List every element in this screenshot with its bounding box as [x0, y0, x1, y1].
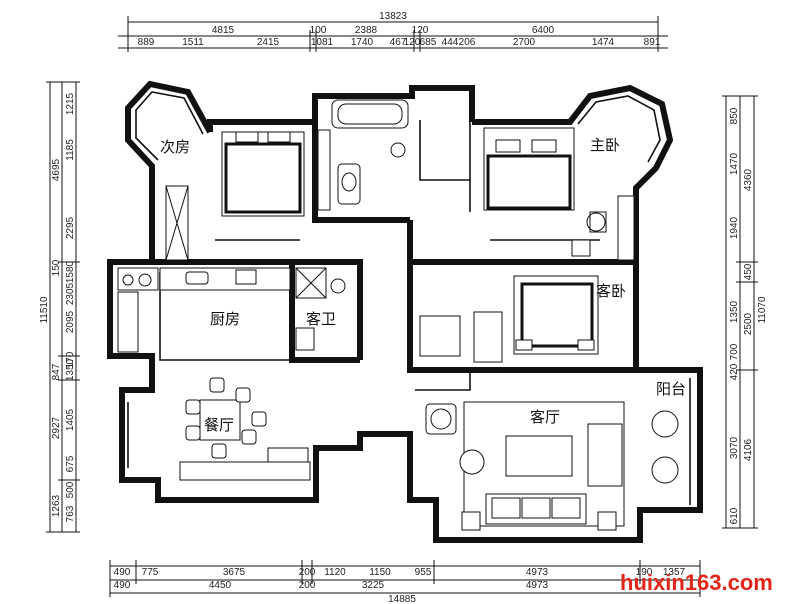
dim-left-r2-6: 2095 [65, 310, 76, 333]
dim-right-r2-4: 1350 [729, 300, 740, 323]
dim-bot-3: 3675 [223, 567, 246, 578]
dim-top-r2-5: 1740 [351, 37, 374, 48]
label-second-bedroom: 次房 [160, 138, 190, 156]
dim-top-1: 4815 [212, 25, 235, 36]
dim-left-3: 847 [51, 363, 62, 380]
dim-bot-r2-3: 200 [299, 580, 316, 591]
dim-left-r2-2: 1185 [65, 139, 76, 161]
dimensions-left: 11510 4695 150 847 2927 1263 1215 1185 2… [39, 81, 80, 533]
dim-top-r2-10: 206 [459, 37, 476, 48]
dim-top-r2-13: 891 [644, 37, 661, 48]
watermark: huixin163.com [620, 570, 773, 595]
dim-bot-8: 4973 [526, 567, 549, 578]
dim-top-total: 13823 [379, 11, 407, 22]
dim-bot-10: 1357 [663, 567, 686, 578]
dim-right-r2-7: 3070 [729, 436, 740, 459]
dim-right-r2-3: 1940 [729, 216, 740, 239]
label-dining: 餐厅 [204, 416, 234, 434]
dim-top-3: 2388 [355, 25, 378, 36]
dim-left-5: 1263 [51, 494, 62, 517]
dim-top-r2-6: 467 [390, 37, 407, 48]
room-labels: 次房 主卧 客卧 厨房 客卫 餐厅 客厅 阳台 [160, 136, 686, 434]
dim-top-5: 6400 [532, 25, 555, 36]
dim-right-r2-6: 420 [729, 363, 740, 380]
dim-left-r2-10: 675 [65, 455, 76, 472]
dim-left-total: 11510 [39, 296, 50, 324]
dim-bot-r2-2: 4450 [209, 580, 232, 591]
dim-right-1: 4360 [743, 168, 754, 191]
dim-right-r2-5: 700 [729, 343, 740, 360]
dim-left-r2-3: 2295 [65, 216, 76, 239]
label-master-bedroom: 主卧 [590, 136, 620, 154]
dimensions-top: 13823 4815 100 2388 120 6400 889 1511 24… [118, 11, 668, 52]
dim-bot-total: 14885 [388, 594, 416, 604]
furniture [117, 99, 679, 531]
dim-top-r2-11: 2700 [513, 37, 536, 48]
label-living: 客厅 [530, 408, 560, 426]
dim-top-r2-1: 889 [138, 37, 155, 48]
dim-right-r2-8: 610 [729, 507, 740, 524]
walls [107, 80, 703, 543]
dim-bot-r2-5: 4973 [526, 580, 549, 591]
dim-top-r2-9: 444 [442, 37, 459, 48]
bed-second-bedroom [221, 131, 305, 217]
dim-top-r2-7: 120 [404, 37, 421, 48]
dim-bot-r2-4: 3225 [362, 580, 385, 591]
dim-bot-6: 1150 [369, 567, 391, 578]
label-kitchen: 厨房 [210, 310, 240, 328]
dim-top-2: 100 [310, 25, 327, 36]
dim-top-r2-2: 1511 [182, 37, 204, 48]
dim-bot-9: 190 [636, 567, 653, 578]
label-balcony: 阳台 [656, 380, 686, 398]
dining-table [199, 399, 241, 441]
dim-left-r2-1: 1215 [65, 92, 76, 115]
label-guest-bedroom: 客卧 [596, 282, 626, 300]
dim-left-r2-8: 1350 [65, 358, 76, 381]
dim-top-r2-3: 2415 [257, 37, 280, 48]
dim-top-4: 120 [412, 25, 429, 36]
coffee-table [505, 435, 573, 477]
dim-right-r2-1: 850 [729, 107, 740, 124]
dim-bot-1: 490 [114, 567, 131, 578]
dim-left-1: 4695 [51, 158, 62, 181]
dim-left-r2-9: 1405 [65, 408, 76, 431]
dim-top-r2-8: 685 [420, 37, 437, 48]
dim-left-r2-7: 170 [65, 351, 76, 368]
dim-bot-5: 1120 [324, 567, 346, 578]
bathtub [331, 99, 409, 129]
dim-bot-7: 955 [415, 567, 432, 578]
dim-top-r2-12: 1474 [592, 37, 615, 48]
dim-left-2: 150 [51, 259, 62, 276]
dim-left-r2-11: 500 [65, 481, 76, 498]
dim-top-r2-4: 1081 [311, 37, 334, 48]
dim-left-r2-5: 2305 [65, 282, 76, 305]
kitchen-counter [159, 267, 291, 291]
dim-bot-2: 775 [142, 567, 159, 578]
dim-right-r2-2: 1470 [729, 152, 740, 175]
dimensions-bottom: 490 775 3675 200 1120 1150 955 4973 190 … [109, 560, 701, 604]
label-guest-bath: 客卫 [306, 310, 336, 328]
dim-left-r2-4: 1580 [65, 260, 76, 283]
dim-bot-4: 200 [299, 567, 316, 578]
dim-right-3: 2500 [743, 312, 754, 335]
dim-right-2: 450 [743, 263, 754, 280]
dim-left-4: 2927 [51, 416, 62, 439]
armchair-pair [587, 423, 623, 487]
dim-left-r2-12: 763 [65, 505, 76, 522]
dimensions-right: 850 1470 1940 1350 700 420 3070 610 4360… [722, 95, 768, 529]
dim-bot-r2-1: 490 [114, 580, 131, 591]
dim-right-4: 4106 [743, 438, 754, 461]
dim-right-total: 11070 [757, 296, 768, 324]
